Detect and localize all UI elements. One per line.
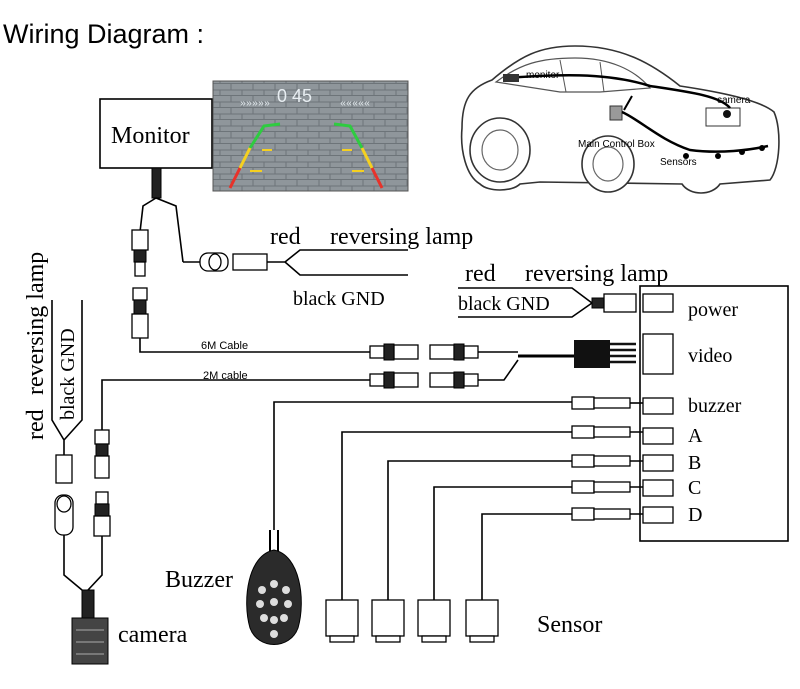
svg-text:»»»»»: »»»»»	[240, 99, 270, 110]
car-label-monitor: monitor	[526, 70, 560, 81]
car-label-control-box: Main Control Box	[578, 139, 655, 150]
port-buzzer: buzzer	[688, 395, 742, 417]
port-b: B	[688, 452, 701, 474]
monitor-label: Monitor	[111, 123, 190, 149]
monitor-lamp-label: reversing lamp	[330, 224, 473, 250]
monitor-cable-boot	[151, 167, 162, 199]
monitor-screen-preview: 0 45 »»»»» «««««	[212, 80, 409, 192]
monitor-video-plug	[131, 229, 149, 277]
svg-text:«««««: «««««	[340, 99, 370, 110]
box-lamp-label: reversing lamp	[525, 261, 668, 287]
box-red-label: red	[465, 261, 496, 287]
sensor-d-wire	[481, 513, 572, 600]
car-label-camera: camera	[717, 95, 751, 106]
camera-video-socket	[93, 491, 111, 537]
camera-label: camera	[118, 622, 188, 648]
sensor-c	[417, 599, 451, 643]
video-socket	[131, 287, 149, 339]
port-video: video	[688, 345, 732, 367]
camera-lamp-label: reversing lamp	[23, 252, 49, 395]
screen-time: 0 45	[277, 86, 312, 106]
buzzer	[246, 549, 302, 645]
sensor-a	[325, 599, 359, 643]
box-gnd-label: black GND	[458, 293, 550, 315]
cable-6m-label: 6M Cable	[201, 340, 248, 352]
power-connector	[603, 293, 637, 313]
video-harness-connector	[574, 340, 636, 368]
main-control-box	[639, 285, 789, 542]
buzzer-plug	[571, 396, 595, 410]
cable-6m-coupler	[369, 343, 479, 361]
cable-2m-label: 2M cable	[203, 370, 248, 382]
port-d: D	[688, 504, 702, 526]
camera-video-plug	[94, 429, 110, 479]
car-illustration	[460, 45, 780, 194]
sensor-a-wire	[341, 431, 572, 600]
sensor-d	[465, 599, 499, 643]
camera-red-label: red	[23, 409, 49, 440]
sensor-b	[371, 599, 405, 643]
car-label-sensors: Sensors	[660, 157, 697, 168]
monitor-cable-split	[139, 197, 184, 263]
buzzer-label: Buzzer	[165, 567, 233, 593]
sensor-label: Sensor	[537, 612, 602, 638]
port-power: power	[688, 299, 738, 321]
sensor-b-wire	[387, 460, 572, 600]
camera-gnd-label: black GND	[57, 328, 79, 420]
page-title: Wiring Diagram :	[3, 19, 204, 49]
cable-2m-coupler	[369, 371, 479, 389]
monitor-power-socket	[232, 253, 268, 271]
camera	[71, 589, 109, 665]
monitor-red-label: red	[270, 224, 301, 250]
port-c: C	[688, 477, 701, 499]
monitor-box	[99, 98, 213, 169]
port-a: A	[688, 425, 703, 447]
monitor-gnd-label: black GND	[293, 288, 385, 310]
camera-power-plug	[55, 454, 73, 484]
sensor-c-wire	[433, 486, 572, 600]
